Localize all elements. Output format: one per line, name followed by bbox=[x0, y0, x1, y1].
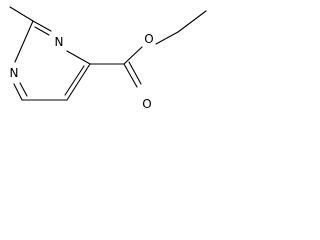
atom-label-n-left: N bbox=[10, 66, 19, 80]
bond-c6-n1-inner bbox=[19, 82, 28, 97]
bond-o-ester-ch2 bbox=[155, 31, 179, 45]
ethyl-2-methylpyrimidine-4-carboxylate-structure: N N O O bbox=[9, 6, 207, 111]
bond-c2-n3-inner bbox=[34, 26, 50, 36]
atom-label-n-top: N bbox=[55, 35, 64, 49]
bond-ch2-ch3 bbox=[177, 10, 207, 33]
bond-c4-c5 bbox=[66, 63, 91, 101]
methyl-bond bbox=[9, 6, 34, 22]
bond-n3-c4 bbox=[66, 50, 91, 65]
bond-carbonyl-c-o-carbonyl-inner bbox=[128, 61, 142, 85]
atom-label-o-carbonyl: O bbox=[142, 97, 151, 111]
bond-carbonyl-c-o-ester bbox=[123, 46, 143, 65]
bond-carbonyl-c-o-carbonyl bbox=[123, 63, 138, 88]
bond-n1-c2 bbox=[14, 20, 34, 63]
atom-label-o-ester: O bbox=[144, 32, 153, 46]
bond-c2-n3 bbox=[32, 20, 52, 32]
bond-c4-c5-inner bbox=[64, 65, 85, 96]
bond-c6-n1 bbox=[13, 83, 23, 101]
